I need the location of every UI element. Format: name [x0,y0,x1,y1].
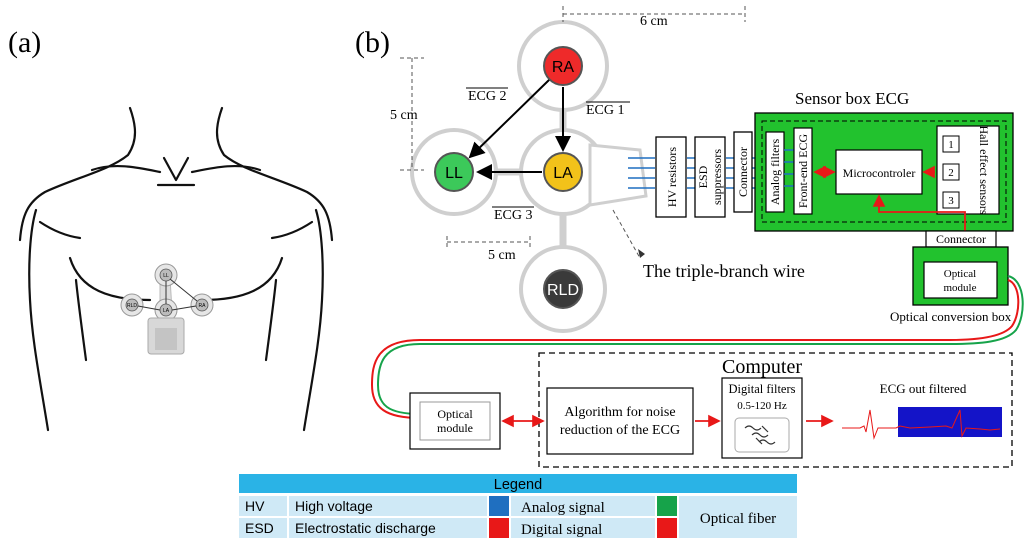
conversion-connector-label: Connector [936,232,986,246]
conversion-optical-module [923,261,998,299]
algorithm-box [546,387,694,455]
digital-swatch [489,518,509,538]
frequency-label: 0.5-120 Hz [737,400,787,412]
ll-electrode [434,152,474,192]
hv-resistors-label: HV resistors [665,147,679,207]
torso-label-la: LA [163,308,170,314]
microcontroller-box [835,149,923,195]
conversion-module-line1: Optical [944,268,976,280]
esd-label-line2: suppressors [710,149,724,205]
sensor-box-title: Sensor box ECG [795,89,909,108]
conversion-box-caption: Optical conversion box [890,309,1012,324]
legend-header [239,474,797,493]
la-label: LA [553,165,573,182]
ra-label: RA [552,59,575,76]
legend-abbr-esd: ESD [245,520,274,536]
dim-bottom: 5 cm [488,248,516,263]
ll-label: LL [445,165,463,182]
fiber-red-swatch [657,518,677,538]
torso-sensor-patch: LL RLD LA RA [120,263,214,355]
hv-resistors-box [655,136,687,218]
panel-a-label: (a) [8,26,41,59]
legend: Legend HV High voltage Analog signal ESD… [239,474,797,538]
rld-electrode [543,269,583,309]
ecg-output-plot [838,407,1002,447]
computer-title: Computer [722,356,802,378]
sensor-2-label: 2 [948,167,954,179]
ecg3-label: ECG 3 [494,208,533,223]
sensor-3 [942,191,960,209]
front-end-label: Front-end ECG [796,134,810,209]
algorithm-line1: Algorithm for noise [564,405,675,420]
optical-fiber-green [376,275,1024,415]
sensor-3-label: 3 [948,195,954,207]
dim-top: 6 cm [640,14,668,29]
fiber-green-swatch [657,496,677,516]
torso-label-ll: LL [163,273,169,279]
connector-label: Connector [736,147,750,197]
legend-meaning-esd: Electrostatic discharge [295,520,436,536]
rld-label: RLD [547,282,579,299]
legend-fiber: Optical fiber [700,511,776,527]
sensor-1 [942,135,960,153]
la-electrode [543,152,583,192]
analog-filters-box [765,131,785,213]
digital-filters-label: Digital filters [729,382,796,396]
panel-b-label: (b) [355,26,390,59]
analog-swatch [489,496,509,516]
legend-signal-digital: Digital signal [521,522,602,538]
computer-box [538,352,1013,468]
esd-label-line1: ESD [696,165,710,188]
legend-title: Legend [494,477,542,493]
legend-signal-analog: Analog signal [521,500,605,516]
legend-meaning-hv: High voltage [295,498,373,514]
ecg1-label: ECG 1 [586,103,625,118]
legend-abbr-hv: HV [245,498,265,514]
microcontroller-label: Microcontroler [843,166,916,180]
torso-label-ra: RA [199,303,207,309]
connector-box [733,131,753,213]
ecg-output-label: ECG out filtered [880,381,967,396]
wire-label: The triple-branch wire [643,261,805,281]
wire-hub [588,143,648,207]
sensor-2 [942,163,960,181]
hall-sensors-label: Hall effect sensors [977,125,991,214]
conversion-module-line2: module [944,282,977,294]
optical-fiber-red [370,279,1020,419]
torso-label-rld: RLD [127,303,137,309]
ecg2-label: ECG 2 [468,89,507,104]
computer-module-line1: Optical [437,407,473,421]
dim-left: 5 cm [390,108,418,123]
ecg2-arrow [468,79,550,159]
computer-module-line2: module [437,421,473,435]
esd-suppressors-box [694,136,726,218]
front-end-box [793,127,813,215]
ra-electrode [543,46,583,86]
torso-illustration [18,106,334,432]
sensor-1-label: 1 [948,139,954,151]
algorithm-line2: reduction of the ECG [560,423,680,438]
filter-waves-icon [744,425,776,445]
analog-filters-label: Analog filters [768,139,782,206]
